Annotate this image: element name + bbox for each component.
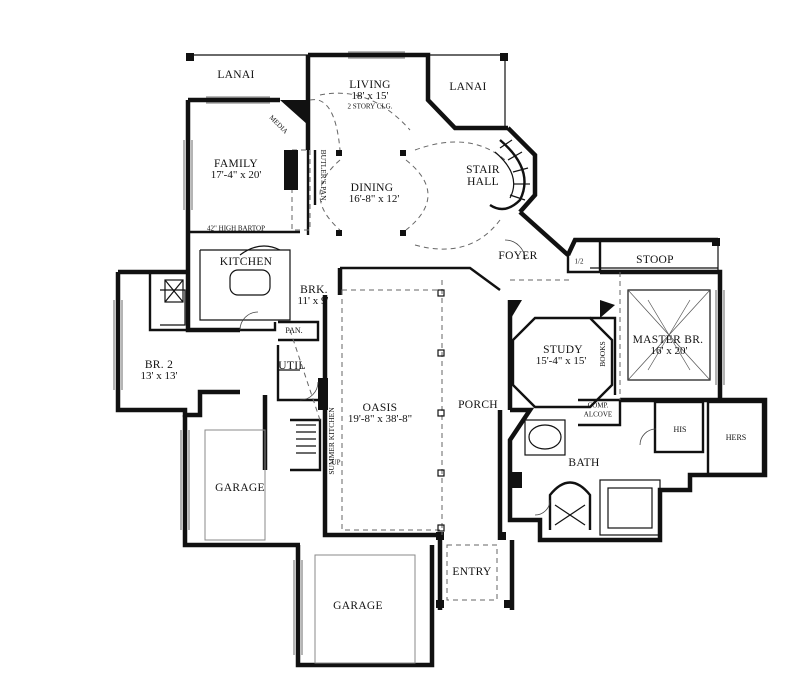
hers-label: HERS bbox=[725, 432, 747, 442]
alcove-label: ALCOVE bbox=[583, 410, 613, 419]
column-blocks bbox=[186, 53, 720, 608]
foyer-label: FOYER bbox=[498, 249, 538, 262]
bath-label: BATH bbox=[568, 456, 600, 469]
family-dims: 17'-4" x 20' bbox=[210, 169, 262, 182]
half-bath-label: 1/2 bbox=[574, 257, 584, 266]
fixtures bbox=[204, 150, 711, 664]
stoop-label: STOOP bbox=[636, 253, 674, 266]
entry-label: ENTRY bbox=[452, 565, 492, 578]
brk-dims: 11' x 9' bbox=[297, 295, 329, 308]
master-label: MASTER BR. bbox=[632, 333, 704, 346]
dining-label: DINING bbox=[350, 181, 394, 194]
his-label: HIS bbox=[673, 424, 687, 434]
bartop-label: 42" HIGH BARTOP bbox=[207, 224, 265, 233]
garage-2-label: GARAGE bbox=[333, 599, 383, 612]
master-dims: 16' x 20' bbox=[650, 345, 688, 358]
books-label: BOOKS bbox=[598, 341, 608, 367]
butlers-label: BUTLER'S PAN. bbox=[318, 149, 328, 203]
family-label: FAMILY bbox=[214, 157, 258, 170]
study-label: STUDY bbox=[543, 343, 583, 356]
stair-hall-label: STAIR HALL bbox=[466, 163, 500, 188]
lanai-left-label: LANAI bbox=[217, 68, 255, 81]
windows bbox=[113, 51, 725, 655]
br2-label: BR. 2 bbox=[144, 358, 174, 371]
living-dims: 18' x 15' bbox=[351, 90, 389, 103]
dining-dims: 16'-8" x 12' bbox=[348, 193, 400, 206]
kitchen-label: KITCHEN bbox=[219, 255, 273, 268]
pantry-label: PAN. bbox=[285, 325, 303, 335]
garage-1-label: GARAGE bbox=[215, 481, 265, 494]
living-note: 2 STORY CLG. bbox=[347, 102, 393, 111]
doors bbox=[239, 239, 657, 516]
comp-label: COMP. bbox=[587, 401, 609, 410]
br2-dims: 13' x 13' bbox=[140, 370, 178, 383]
oasis-dims: 19'-8" x 38'-8" bbox=[347, 413, 413, 426]
up-label: UP bbox=[331, 458, 341, 467]
lanai-right-label: LANAI bbox=[449, 80, 487, 93]
brk-label: BRK. bbox=[300, 283, 328, 296]
oasis-label: OASIS bbox=[362, 401, 398, 414]
util-label: UTIL bbox=[278, 359, 306, 372]
curved-stair bbox=[489, 139, 530, 211]
study-dims: 15'-4" x 15' bbox=[535, 355, 587, 368]
porch-label: PORCH bbox=[458, 398, 498, 411]
interior-walls bbox=[148, 150, 765, 476]
living-label: LIVING bbox=[349, 78, 391, 91]
exterior-walls bbox=[115, 52, 768, 668]
